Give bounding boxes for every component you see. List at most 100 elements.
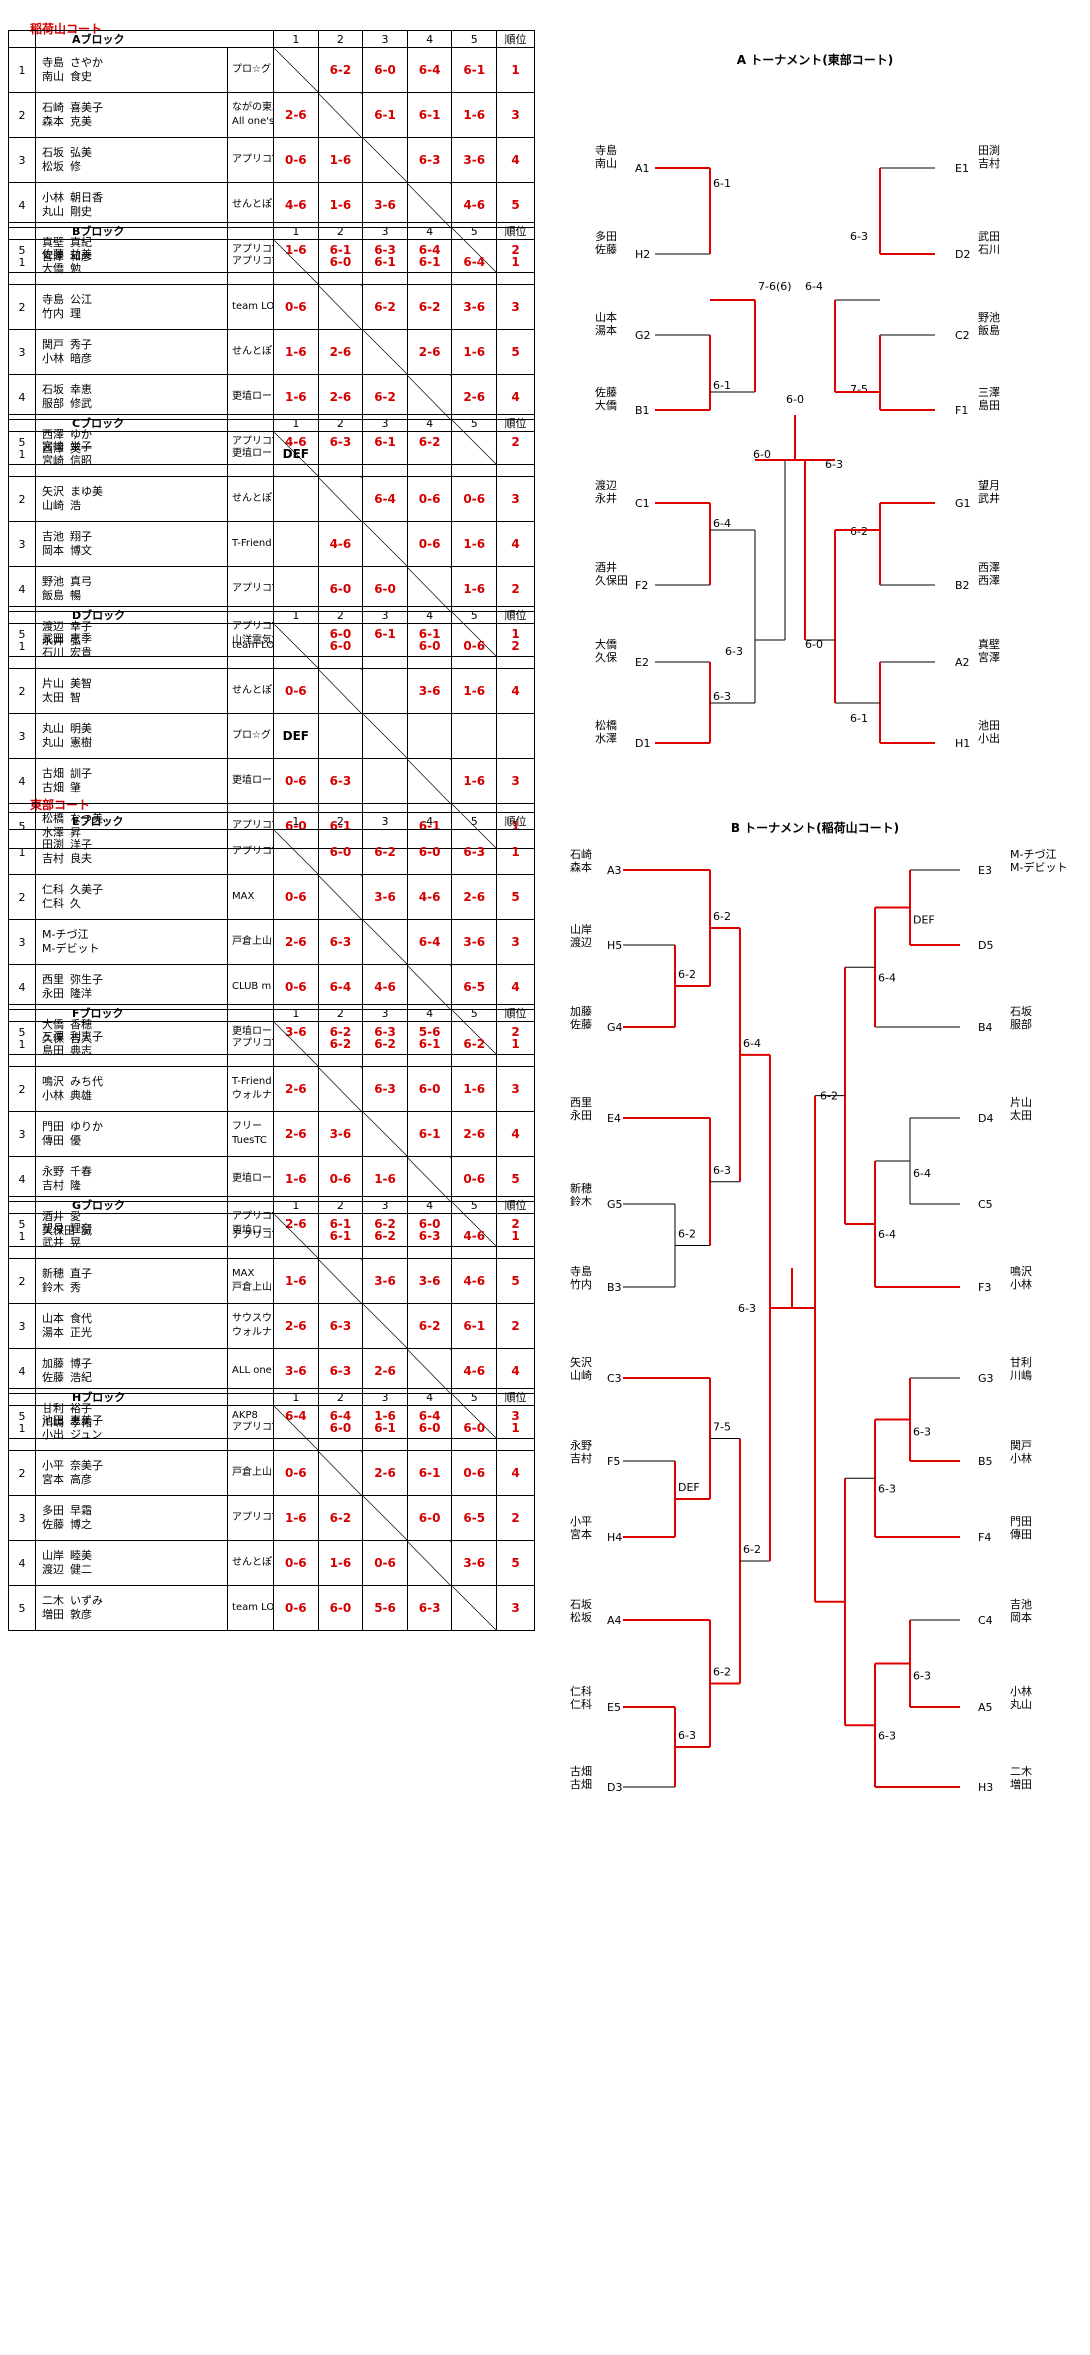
player-name: 小林 [42, 352, 65, 365]
player-name: 島田 [978, 398, 1000, 412]
score-cell: 6-2 [362, 284, 408, 330]
rank-cell: 3 [496, 1066, 535, 1112]
player-name: 傳田 [1010, 1528, 1032, 1541]
score-label: 6-4 [878, 971, 896, 984]
self-cell [317, 476, 364, 522]
row-number: 3 [7, 1495, 37, 1541]
team-name: アプリコTC [227, 1405, 275, 1451]
player-name: 南山 [42, 70, 65, 83]
rank-cell [496, 713, 535, 759]
row-number: 2 [7, 92, 37, 138]
rank-cell: 5 [496, 874, 535, 920]
row-number: 4 [7, 182, 37, 228]
self-cell [273, 1021, 319, 1067]
pair-names: 小林朝日香丸山剛史 [35, 182, 229, 228]
team-line: せんとぽーりあ [232, 199, 273, 210]
team-line: フリー [232, 1121, 263, 1132]
player-name: 永野 [42, 1165, 65, 1178]
score-cell: 6-4 [317, 964, 364, 1010]
score-cell [317, 713, 364, 759]
block-name: Bブロック [35, 222, 275, 240]
player-name: 渡辺 [595, 478, 617, 492]
team-line: アプリコTC [232, 1038, 273, 1049]
player-name: 理奈 [70, 1222, 93, 1235]
player-name: 奈美子 [70, 1459, 104, 1472]
pair-names: 矢沢まゆ美山崎浩 [35, 476, 229, 522]
player-name: 石崎 [570, 847, 592, 861]
player-name: さやか [70, 56, 104, 69]
score-label: 6-4 [805, 280, 823, 293]
seed-label: C2 [955, 329, 970, 342]
header-col: 2 [317, 1388, 364, 1406]
player-name: 鈴木 [42, 1281, 65, 1294]
table-row: 1佐藤益美大僑勉アプリコTC6-06-16-16-41 [7, 239, 535, 285]
player-name: 増田 [1010, 1778, 1032, 1791]
player-name: 益美 [70, 248, 93, 261]
score-label: 6-0 [753, 448, 771, 461]
table-row: 2矢沢まゆ美山崎浩せんとぽーりあ6-40-60-63 [7, 476, 535, 522]
player-name: 田渕 [978, 143, 1000, 157]
score-cell: 2-6 [273, 92, 319, 138]
seed-label: H2 [635, 248, 650, 261]
row-number: 1 [7, 1405, 37, 1451]
table-row: 4石坂幸恵服部修武更埴ローンTC1-62-66-22-64 [7, 374, 535, 420]
table-row: 3多田早霜佐藤博之アプリコTC1-66-26-06-52 [7, 1495, 535, 1541]
team-name: アプリコTC [227, 1021, 275, 1067]
player-name: 多田 [595, 229, 617, 243]
player-name: 山岸 [42, 1549, 65, 1562]
team-name: プロ☆グレス [227, 713, 275, 759]
pair-names: 寺島公江竹内理 [35, 284, 229, 330]
score-cell: 1-6 [273, 1495, 319, 1541]
player-name: 傳田 [42, 1134, 65, 1147]
header-col: 3 [362, 1388, 408, 1406]
player-name: 暗彦 [70, 352, 93, 365]
score-label: 6-2 [678, 968, 696, 981]
row-number: 4 [7, 964, 37, 1010]
team-line: 戸倉上山田TC [232, 1282, 273, 1293]
player-name: 鈴木 [570, 1194, 592, 1208]
team-line: アプリコTC [232, 256, 273, 267]
player-name: 太田 [42, 691, 65, 704]
seed-label: A1 [635, 162, 650, 175]
table-row: 2小平奈美子宮本高彦戸倉上山田TC0-62-66-10-64 [7, 1450, 535, 1496]
player-name: 宮本 [570, 1527, 592, 1541]
score-cell: 2-6 [317, 374, 364, 420]
score-cell: 6-2 [317, 1021, 364, 1067]
score-cell [406, 713, 453, 759]
player-name: 隆 [70, 1179, 82, 1192]
player-name: 新穂 [570, 1181, 592, 1195]
player-name: 多田 [42, 1504, 65, 1517]
player-name: 佐藤 [570, 1017, 592, 1031]
player-name: 弥生子 [70, 973, 104, 986]
tournament-b-title: B トーナメント(稲荷山コート) [731, 820, 899, 835]
team-line: アプリコTC [232, 846, 273, 857]
rank-cell: 4 [496, 1450, 535, 1496]
score-cell: 6-3 [317, 919, 364, 965]
rank-cell: 5 [496, 1156, 535, 1202]
score-cell: 2-6 [451, 374, 498, 420]
block-name: Eブロック [35, 812, 275, 830]
score-cell: 2-6 [273, 919, 319, 965]
player-name: 三澤 [42, 1030, 65, 1043]
team-name: プロ☆グレス [227, 47, 275, 93]
team-line: アプリコTC [232, 1422, 273, 1433]
score-cell: 6-0 [317, 1585, 364, 1631]
player-name: 西里 [42, 973, 65, 986]
team-line: 更埴ローンTC [232, 448, 272, 459]
table-row: 3石坂弘美松坂修アプリコTC0-61-66-33-64 [7, 137, 535, 183]
rank-cell: 2 [496, 623, 535, 669]
player-name: 森本 [42, 115, 65, 128]
player-name: 山本 [595, 310, 617, 324]
self-cell [273, 1213, 319, 1259]
player-name: 寺島 [595, 143, 617, 157]
rank-cell: 1 [496, 47, 535, 93]
player-name: 石崎 [42, 101, 65, 114]
player-name: 暢 [70, 589, 82, 602]
pair-names: 古畑訓子古畑肇 [35, 758, 229, 804]
team-line: T-Friend [232, 1076, 272, 1087]
header-col: 2 [317, 30, 364, 48]
header-col: 4 [406, 812, 453, 830]
player-name: 松坂 [42, 160, 65, 173]
rank-cell [496, 431, 535, 477]
